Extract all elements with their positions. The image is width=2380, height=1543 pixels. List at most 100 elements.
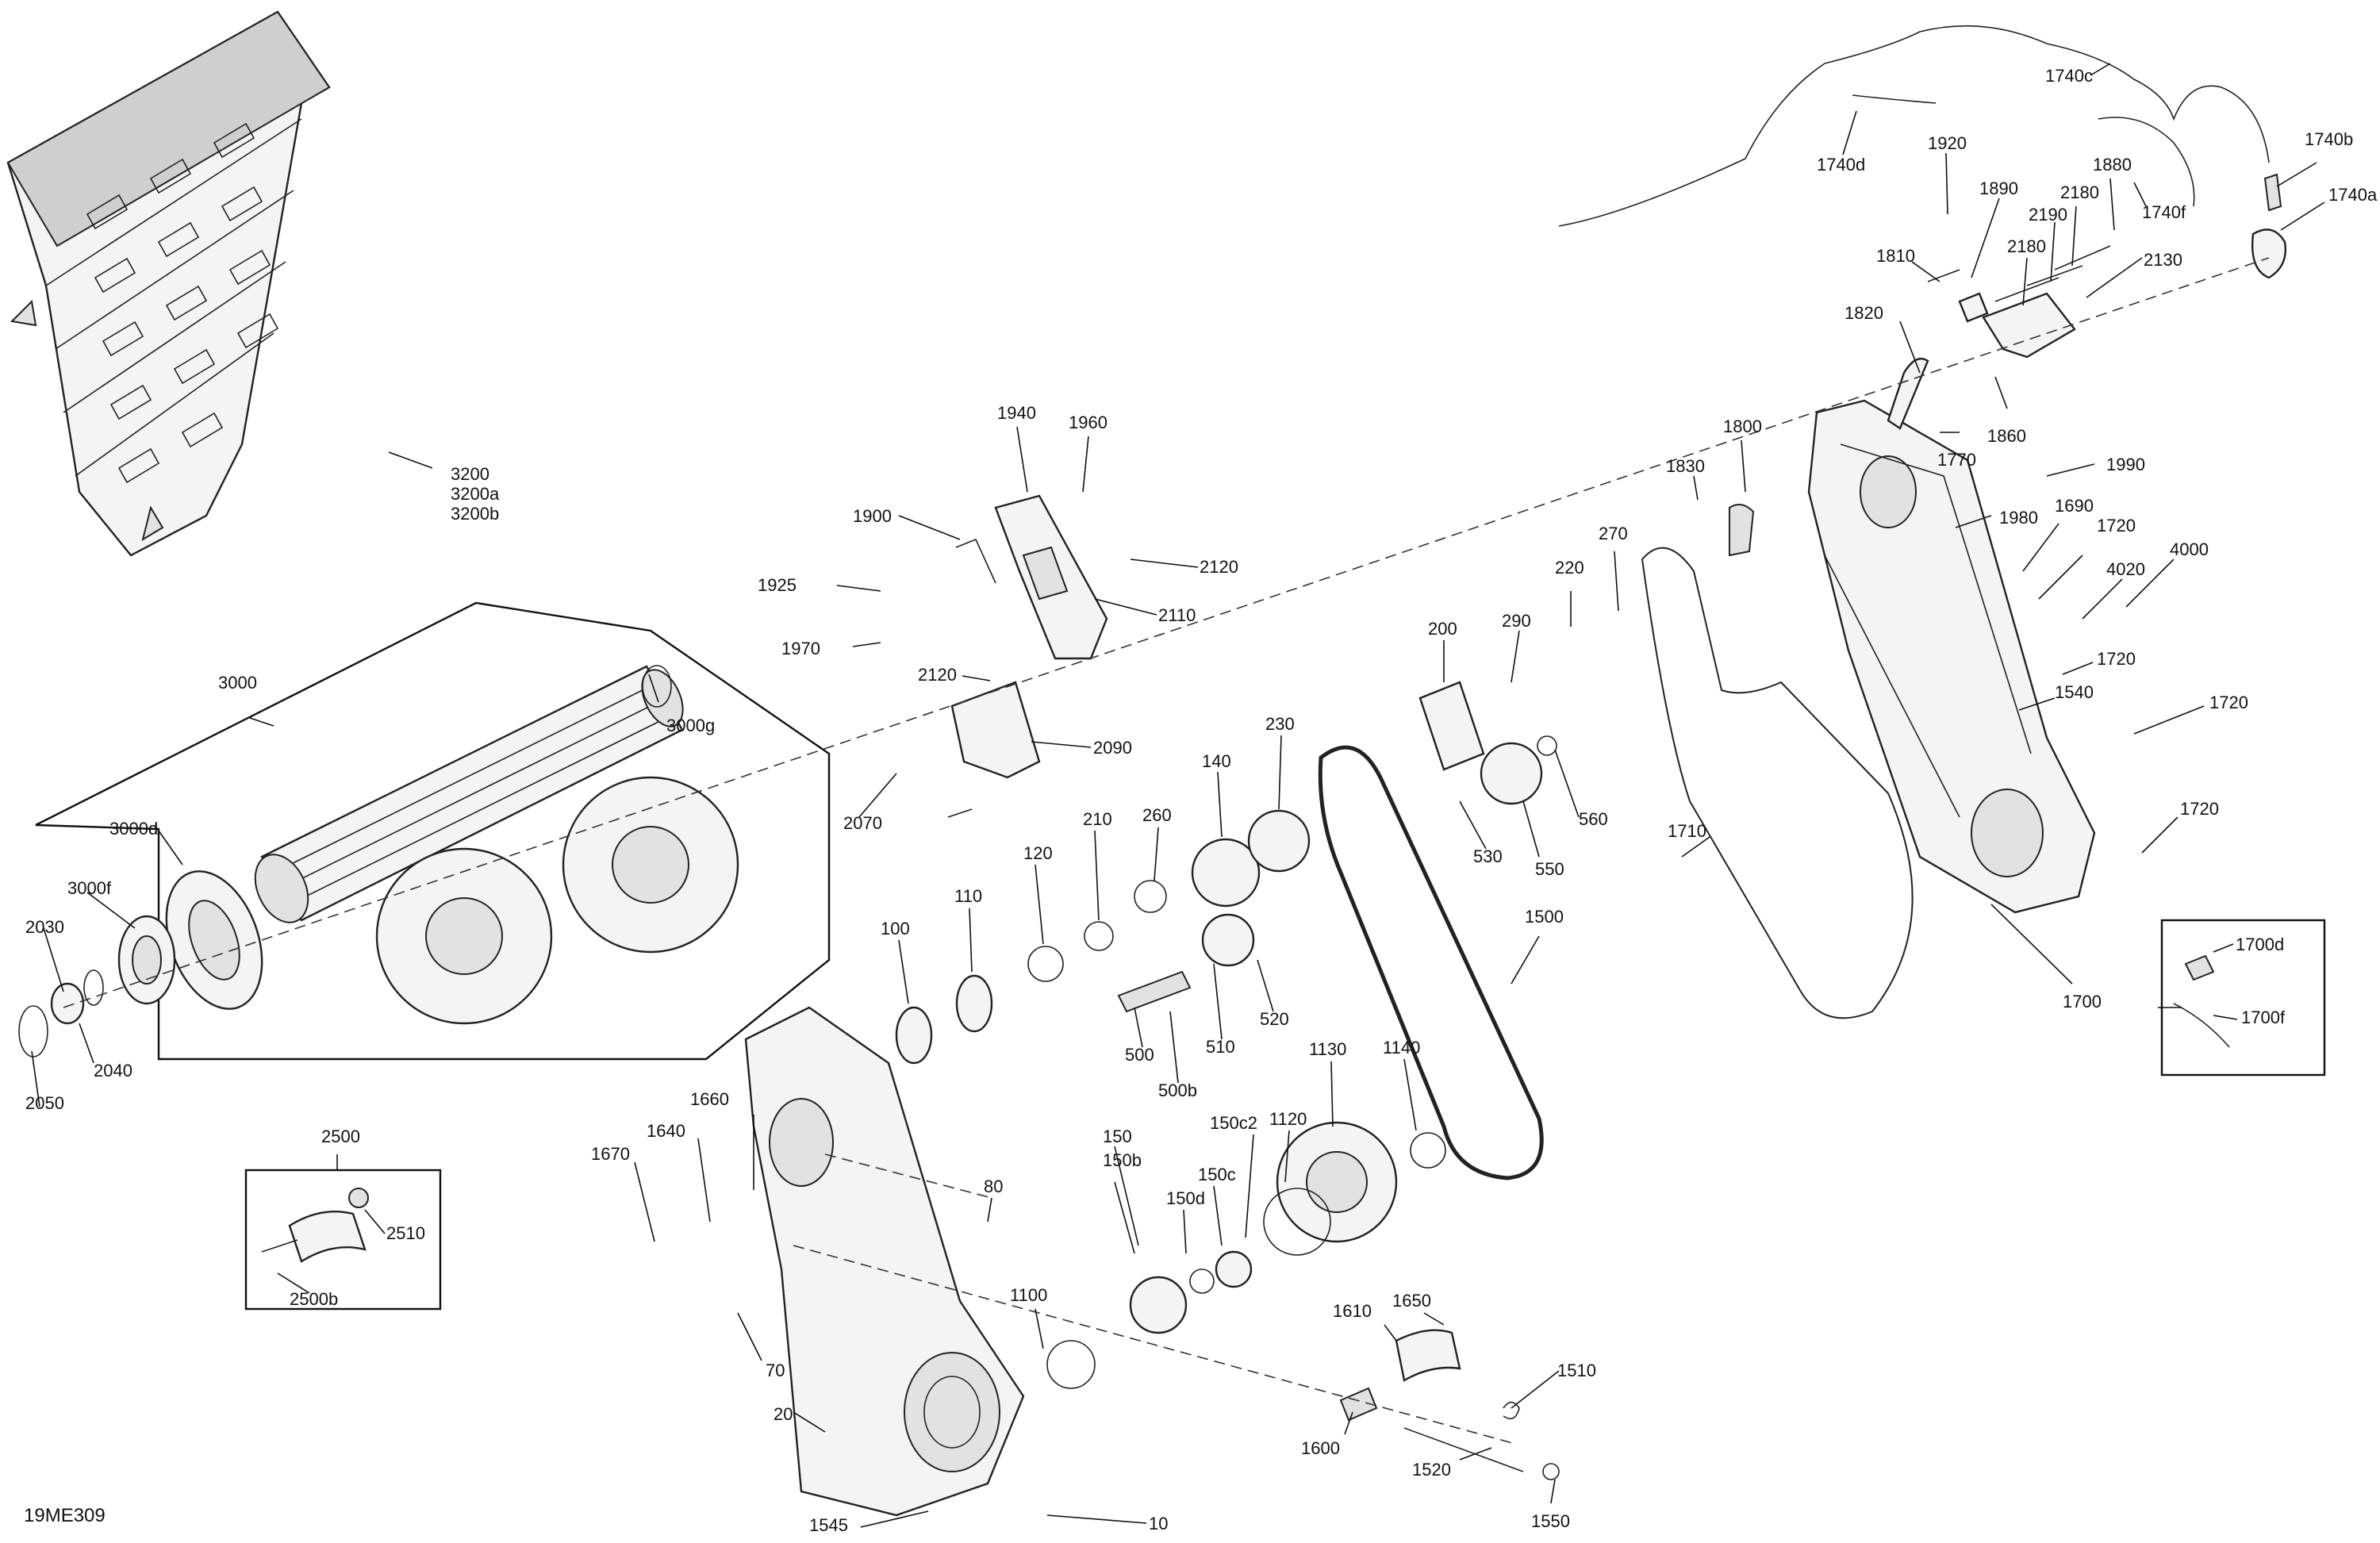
part-label: 1540 (2055, 682, 2094, 702)
part-label: 1970 (781, 639, 820, 658)
part-label: 3000 (218, 673, 257, 693)
part-label: 1700f (2241, 1008, 2286, 1027)
part-label: 520 (1260, 1009, 1289, 1029)
inset-box-2500 (244, 1169, 442, 1311)
driveshaft-drawing (117, 665, 739, 1025)
part-label: 2190 (2029, 205, 2067, 225)
part-label: 1120 (1269, 1109, 1307, 1129)
part-label: 1600 (1301, 1438, 1340, 1458)
part-label: 2120 (918, 665, 957, 685)
part-label: 1720 (2097, 516, 2136, 535)
part-label: 2120 (1200, 557, 1238, 577)
part-label: 1550 (1531, 1511, 1570, 1531)
part-label: 10 (1149, 1514, 1168, 1533)
part-label: 140 (1202, 751, 1231, 771)
part-label: 2180 (2060, 182, 2099, 202)
part-label: 80 (984, 1176, 1003, 1196)
part-label: 3000f (67, 878, 112, 898)
gear-train-drawing (895, 681, 1560, 1480)
part-label: 150c2 (1210, 1113, 1257, 1133)
part-label: 1810 (1876, 246, 1915, 266)
part-label: 1830 (1666, 456, 1705, 476)
part-label: 1130 (1309, 1039, 1346, 1059)
part-label: 70 (766, 1361, 785, 1380)
part-label: 1740b (2305, 129, 2353, 149)
cable-guide-drawing (261, 1188, 369, 1263)
part-label: 1940 (997, 403, 1036, 423)
part-label: 270 (1599, 524, 1628, 543)
part-label: 2510 (386, 1223, 425, 1243)
part-label: 150d (1166, 1188, 1205, 1208)
part-label: 550 (1535, 859, 1564, 879)
part-label: 1740a (2328, 185, 2378, 205)
leader-lines (31, 63, 2325, 1528)
part-label: 150c (1198, 1165, 1236, 1184)
part-label: 1545 (809, 1515, 848, 1535)
part-label: 1880 (2093, 155, 2132, 175)
part-label: 1720 (2180, 799, 2219, 819)
part-label: 1925 (758, 575, 797, 595)
hose-drawing (2173, 954, 2230, 1048)
part-label: 4020 (2106, 559, 2145, 579)
part-label: 3000d (109, 819, 158, 839)
part-label: 2090 (1093, 738, 1132, 758)
part-label: 1890 (1979, 178, 2018, 198)
part-label: 1100 (1010, 1285, 1047, 1305)
part-label: 3000g (666, 716, 715, 735)
part-label: 2500 (321, 1127, 360, 1146)
part-label: 150 (1103, 1127, 1132, 1146)
part-label: 1800 (1723, 416, 1762, 436)
part-label: 200 (1428, 619, 1457, 639)
part-label: 1500 (1525, 907, 1564, 927)
part-label: 1660 (690, 1089, 729, 1109)
part-label: 1690 (2055, 496, 2094, 516)
part-label: 3200a (451, 484, 500, 504)
part-label: 2130 (2144, 250, 2182, 270)
track-drawing (6, 10, 331, 557)
cable-drawing (1558, 25, 2286, 557)
part-label: 1710 (1668, 821, 1706, 841)
part-label: 1650 (1392, 1291, 1431, 1311)
part-label: 220 (1555, 558, 1584, 578)
part-label: 510 (1206, 1037, 1235, 1057)
part-label: 1980 (1999, 508, 2038, 528)
part-label: 150b (1103, 1150, 1142, 1170)
part-label: 1740d (1817, 155, 1865, 175)
part-label: 560 (1579, 809, 1608, 829)
part-label: 1860 (1987, 426, 2026, 446)
part-label: 230 (1265, 714, 1295, 734)
part-label: 1670 (591, 1144, 630, 1164)
part-label: 3200b (451, 504, 499, 524)
shaft-assembly-box (35, 601, 831, 1061)
part-label: 2030 (25, 917, 64, 937)
part-label: 110 (954, 886, 982, 906)
part-label: 530 (1473, 846, 1503, 866)
part-label: 1990 (2106, 455, 2145, 474)
part-label: 290 (1502, 611, 1531, 631)
part-label: 1740f (2142, 202, 2186, 222)
left-small-parts (18, 969, 104, 1057)
brake-bracket-drawing (947, 494, 1108, 818)
part-label: 2070 (843, 813, 882, 833)
part-label: 1610 (1333, 1301, 1372, 1321)
part-label: 1720 (2209, 693, 2248, 712)
part-label: 1510 (1557, 1361, 1596, 1380)
part-label: 2110 (1158, 605, 1196, 625)
part-label: 1960 (1069, 413, 1107, 432)
part-label: 2500b (290, 1289, 338, 1309)
part-label: 500 (1125, 1045, 1154, 1065)
part-label: 4000 (2170, 539, 2209, 559)
part-label: 1700 (2063, 992, 2102, 1011)
part-label: 500b (1158, 1080, 1197, 1100)
part-label: 3200 (451, 464, 489, 484)
part-label: 2050 (25, 1093, 64, 1113)
part-label: 1920 (1928, 133, 1967, 153)
part-label: 2180 (2007, 236, 2046, 256)
part-label: 1770 (1937, 450, 1976, 470)
part-label: 1820 (1844, 303, 1883, 323)
chaincase-cover-drawing (744, 1006, 1025, 1517)
part-label: 1140 (1383, 1038, 1420, 1057)
part-label: 1900 (853, 506, 892, 526)
chaincase-housing-drawing (1807, 399, 2096, 914)
